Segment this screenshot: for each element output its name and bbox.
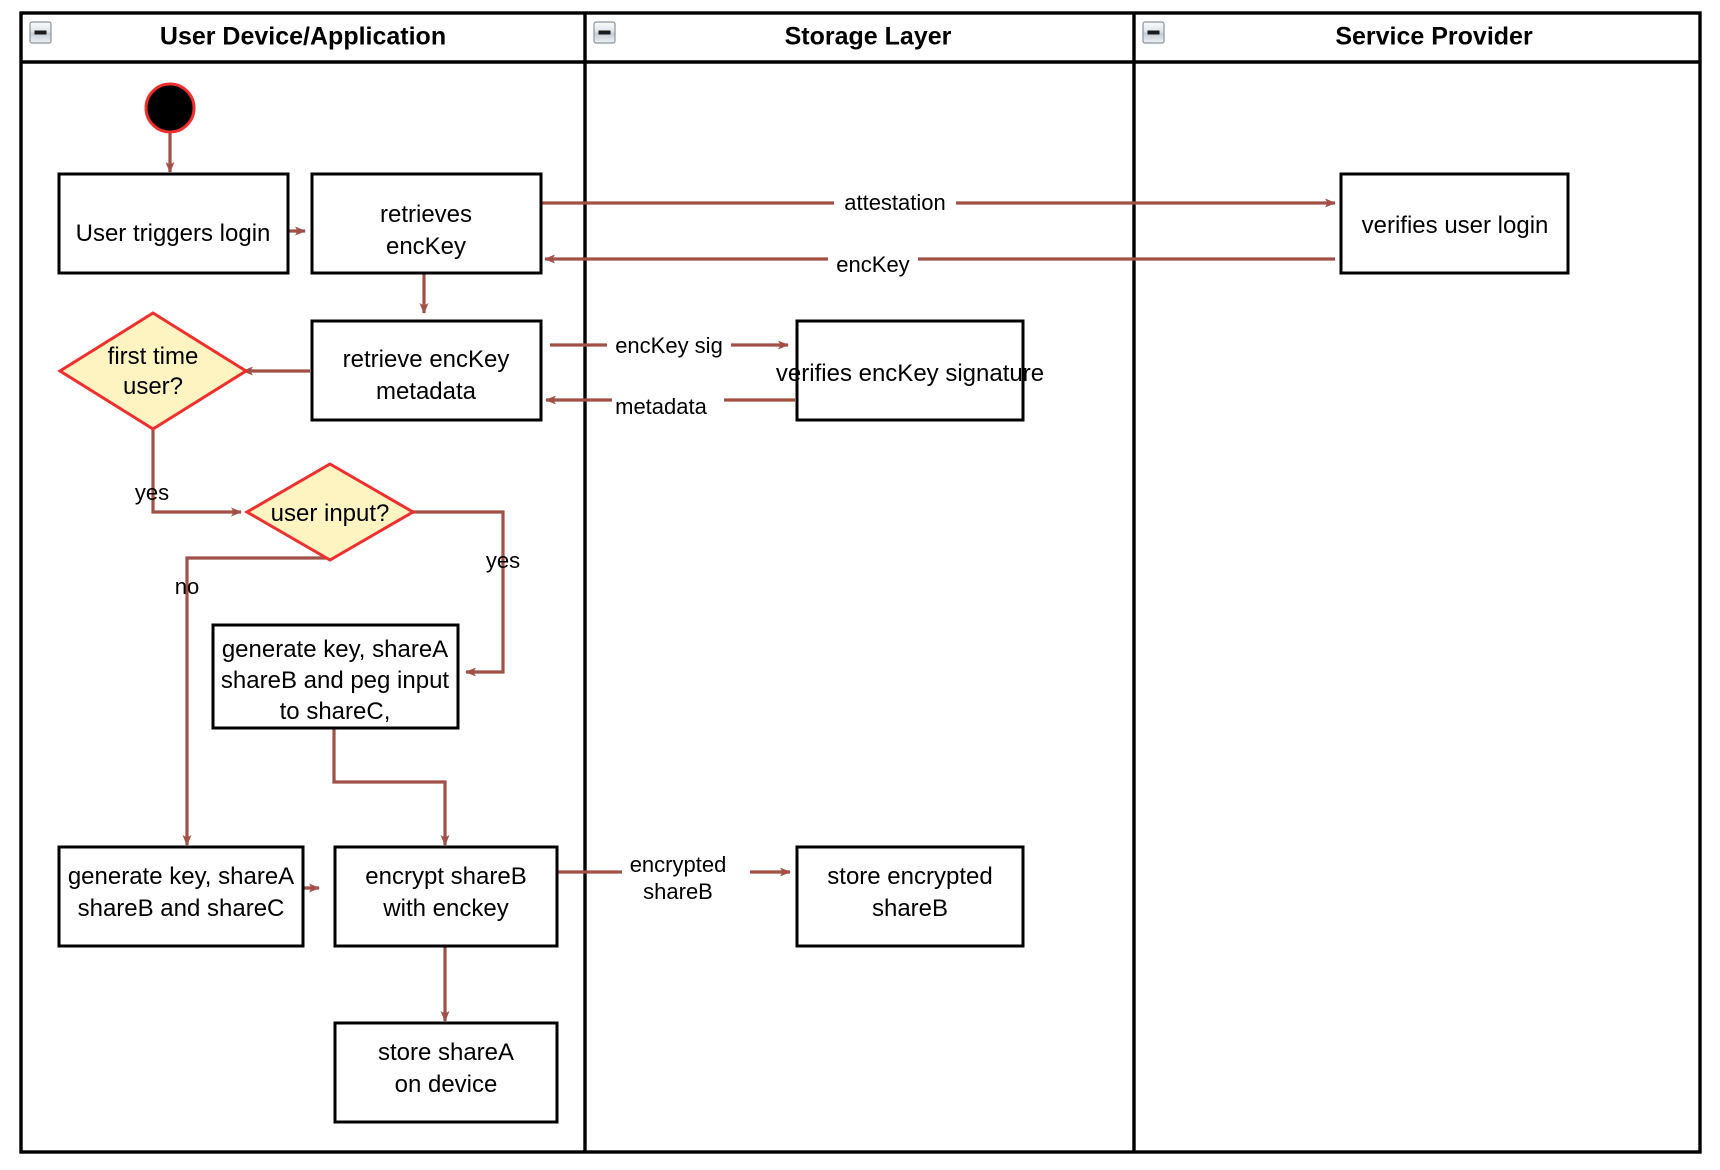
activity-label-line1: generate key, shareA xyxy=(222,636,448,663)
activity-encrypt-shareb[interactable]: encrypt shareB with enckey xyxy=(333,845,559,948)
decision-user-input[interactable]: user input? xyxy=(244,462,416,562)
edge-label-yes-firsttime: yes xyxy=(135,480,169,505)
activity-label: User triggers login xyxy=(76,220,271,247)
activity-label-line1: generate key, shareA xyxy=(68,863,294,890)
activity-label: verifies encKey signature xyxy=(776,360,1044,387)
activity-verifies-user-login[interactable]: verifies user login xyxy=(1339,172,1570,275)
edge-enckey-sig: encKey sig xyxy=(550,333,789,359)
edge-label-metadata: metadata xyxy=(615,394,707,419)
lane-header-service-provider[interactable]: Service Provider xyxy=(1142,21,1533,51)
decision-label-line1: first time xyxy=(108,343,199,370)
activity-store-sharea[interactable]: store shareA on device xyxy=(333,1021,559,1124)
activity-label-line1: retrieves xyxy=(380,201,472,228)
edge-label-bg xyxy=(607,333,731,359)
lane-title-service-provider: Service Provider xyxy=(1335,23,1533,51)
activity-label-line2: on device xyxy=(395,1071,498,1098)
activity-label-line2: encKey xyxy=(386,233,466,260)
activity-label-line2: metadata xyxy=(376,378,477,405)
collapse-minus-glyph xyxy=(598,30,611,35)
activity-generate-peg[interactable]: generate key, shareA shareB and peg inpu… xyxy=(211,623,460,730)
edge-label-bg xyxy=(622,845,750,903)
activity-label: verifies user login xyxy=(1362,212,1549,239)
edge-label-enckey-sig: encKey sig xyxy=(615,333,723,358)
decision-first-time-user[interactable]: first time user? xyxy=(57,311,249,431)
edge-metadata-return: metadata xyxy=(545,390,795,420)
edge-label-bg xyxy=(828,247,918,277)
edge-label-enckey: encKey xyxy=(836,252,909,277)
initial-node[interactable] xyxy=(144,82,196,134)
activity-user-triggers-login[interactable]: User triggers login xyxy=(57,172,290,275)
lane-title-storage: Storage Layer xyxy=(785,23,952,51)
activity-label-line1: store encrypted xyxy=(827,863,992,890)
edge-label-attestation: attestation xyxy=(844,190,946,215)
edge-label-bg xyxy=(834,190,956,216)
decision-label: user input? xyxy=(271,500,390,527)
activity-label-line2: shareB xyxy=(872,895,948,922)
activity-store-encrypted-shareb[interactable]: store encrypted shareB xyxy=(795,845,1025,948)
edge-attestation: attestation xyxy=(530,190,1336,216)
activity-label-line2: with enckey xyxy=(382,895,508,922)
edge-label-encrypted-line2: shareB xyxy=(643,879,713,904)
activity-label-line1: retrieve encKey xyxy=(343,346,510,373)
activity-retrieve-enckey-metadata[interactable]: retrieve encKey metadata xyxy=(310,319,543,422)
activity-label-line2: shareB and peg input xyxy=(221,667,450,694)
activity-label-line2: shareB and shareC xyxy=(78,895,285,922)
activity-generate-shares[interactable]: generate key, shareA shareB and shareC xyxy=(57,845,305,948)
lane-header-user-device[interactable]: User Device/Application xyxy=(29,21,446,51)
edge-label-no-userinput: no xyxy=(175,574,199,599)
edge-label-yes-userinput: yes xyxy=(486,548,520,573)
collapse-minus-glyph xyxy=(1147,30,1160,35)
collapse-minus-glyph xyxy=(34,30,47,35)
decision-label-line2: user? xyxy=(123,373,183,400)
edge-userinput-no: no xyxy=(175,556,327,846)
edge-label-encrypted-line1: encrypted xyxy=(630,852,727,877)
lane-header-storage[interactable]: Storage Layer xyxy=(593,21,952,51)
activity-label-line1: encrypt shareB xyxy=(365,863,526,890)
edge-enckey-return: encKey xyxy=(544,247,1335,277)
activity-label-line1: store shareA xyxy=(378,1039,514,1066)
activity-label-line3: to shareC, xyxy=(280,698,391,725)
lane-title-user-device: User Device/Application xyxy=(160,23,446,51)
edge-peg-to-encrypt xyxy=(332,727,450,846)
edge-label-bg xyxy=(612,390,724,420)
activity-retrieves-enckey[interactable]: retrieves encKey xyxy=(310,172,543,275)
activity-verifies-enckey-signature[interactable]: verifies encKey signature xyxy=(776,319,1044,422)
edge-userinput-yes: yes xyxy=(412,510,520,677)
edge-encrypted-shareb: encrypted shareB xyxy=(557,845,791,904)
edge-firsttime-yes: yes xyxy=(135,415,242,517)
